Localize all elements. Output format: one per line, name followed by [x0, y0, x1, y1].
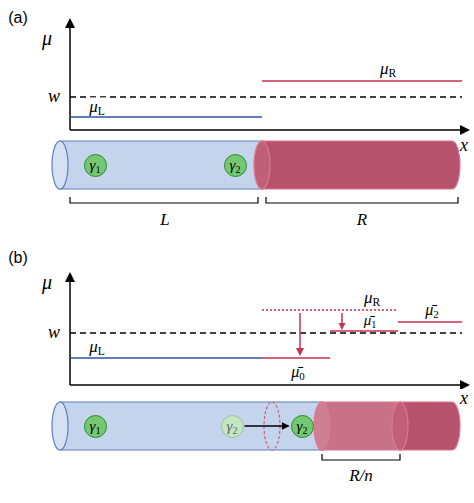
symbol-base: μ̄: [364, 312, 372, 328]
wire-end-cap: [52, 141, 68, 189]
subscript: 2: [302, 425, 307, 436]
axis-arrowhead: [460, 125, 470, 135]
math-label: μ: [41, 272, 53, 292]
length-bracket: [266, 197, 458, 203]
math-label: μ̄1: [363, 313, 378, 328]
math-label: μR: [379, 60, 397, 77]
symbol-base: μ: [89, 97, 98, 116]
w-level-line: [70, 96, 462, 97]
math-label: μ̄0: [290, 364, 305, 380]
mu-bar-2-level: [398, 321, 462, 323]
right-wire-segment: [262, 141, 460, 189]
mu-axis: [69, 26, 71, 130]
subscript: 1: [95, 425, 100, 436]
subscript: 2: [433, 308, 438, 320]
particle-circle: γ2: [291, 415, 314, 438]
particle-circle: γ1: [84, 154, 107, 177]
wire-end-cap: [52, 402, 68, 450]
math-label: w: [47, 323, 61, 341]
math-label: μL: [88, 338, 106, 355]
left-wire-segment: [60, 141, 270, 189]
wire-interface: [254, 141, 270, 189]
math-label: L: [159, 211, 170, 228]
mu-right-old-level: [262, 309, 398, 310]
shift-arrow: [341, 313, 343, 324]
symbol-base: γ: [229, 157, 235, 173]
symbol-base: γ: [226, 418, 232, 434]
math-label: w: [47, 87, 61, 105]
particle-label: γ2: [296, 419, 307, 434]
math-label: R: [356, 211, 368, 228]
subscript: 2: [232, 425, 237, 436]
math-label: x: [459, 136, 469, 154]
axis-arrowhead: [65, 272, 75, 282]
subscript: 1: [95, 164, 100, 175]
symbol-base: μ: [364, 288, 373, 307]
math-label: μR: [363, 289, 381, 306]
x-axis: [70, 384, 462, 386]
length-bracket: [70, 197, 258, 203]
w-level-line: [70, 332, 462, 333]
particle-label: γ1: [89, 158, 100, 173]
particle-label: γ2: [226, 419, 237, 434]
math-label: R/n: [348, 467, 374, 484]
wire-interface: [314, 402, 330, 450]
particle-label: γ2: [229, 158, 240, 173]
subscript: L: [98, 105, 105, 118]
x-axis: [70, 129, 462, 131]
symbol-base: γ: [89, 418, 95, 434]
particle-circle: γ2: [224, 154, 247, 177]
symbol-base: γ: [89, 157, 95, 173]
shift-arrow: [299, 313, 301, 349]
symbol-base: μ: [380, 59, 389, 78]
math-label: μL: [88, 98, 106, 115]
wire-interface: [392, 402, 408, 450]
subscript: R: [388, 67, 396, 80]
math-label: μ̄2: [424, 302, 439, 318]
symbol-base: μ̄: [291, 363, 299, 380]
panel-label: (b): [7, 250, 29, 266]
subscript: 2: [235, 164, 240, 175]
subscript: 1: [371, 319, 376, 330]
subscript: R: [372, 296, 380, 309]
axis-arrowhead: [65, 18, 75, 28]
subscript: L: [98, 345, 105, 358]
particle-circle: γ2: [221, 415, 244, 438]
mu-right-level: [262, 80, 462, 82]
subscript: 0: [299, 370, 304, 382]
mu-bar-1-level: [330, 330, 398, 332]
panel-label: (a): [7, 10, 29, 26]
right-wire-segment: [400, 402, 460, 450]
symbol-base: μ̄: [425, 301, 433, 318]
math-label: μ: [41, 28, 53, 48]
right-wire-segment: [322, 402, 408, 450]
mu-bar-0-level: [262, 357, 330, 359]
symbol-base: γ: [296, 418, 302, 434]
symbol-base: μ: [89, 337, 98, 356]
length-bracket: [322, 454, 400, 460]
shift-arrowhead: [296, 348, 304, 356]
shift-arrowhead: [339, 323, 346, 330]
motion-arrow: [245, 425, 289, 427]
left-wire-segment: [60, 402, 330, 450]
math-label: x: [459, 389, 469, 407]
particle-label: γ1: [89, 419, 100, 434]
particle-circle: γ1: [84, 415, 107, 438]
